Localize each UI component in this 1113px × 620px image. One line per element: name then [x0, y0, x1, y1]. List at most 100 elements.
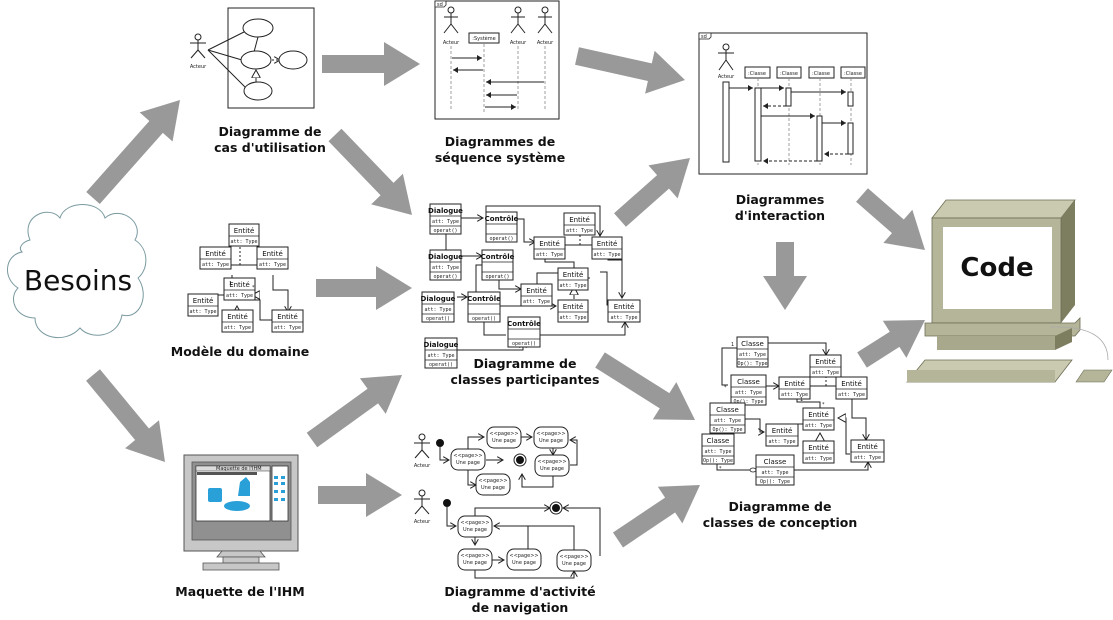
- svg-text:Entité: Entité: [205, 250, 226, 258]
- flow-arrow: [86, 369, 165, 462]
- svg-text:operat(): operat(): [433, 274, 457, 280]
- svg-text::Classe: :Classe: [748, 71, 766, 77]
- svg-text:*: *: [822, 402, 825, 408]
- svg-text:Une page: Une page: [512, 560, 536, 566]
- uml-class-box: Entité att: Type: [850, 439, 885, 463]
- svg-text:Dialogue: Dialogue: [421, 295, 456, 303]
- svg-text:Entité: Entité: [808, 411, 829, 419]
- svg-text:att: Type: att: Type: [189, 309, 216, 315]
- svg-text:Une page: Une page: [492, 438, 516, 444]
- uml-class-box: Dialogue att: Type operat(): [428, 249, 463, 281]
- svg-text:Acteur: Acteur: [443, 40, 460, 46]
- router-icon: [224, 501, 250, 511]
- svg-text:Contrôle: Contrôle: [485, 215, 519, 223]
- svg-text:att: Type: att: Type: [224, 325, 251, 331]
- actor-icon: [190, 33, 206, 59]
- ihm-mockup-title: Maquette de l'IHM: [175, 584, 305, 599]
- flow-arrow: [612, 485, 700, 548]
- svg-text:att: Type: att: Type: [230, 239, 257, 245]
- svg-text:att: Type: att: Type: [854, 455, 881, 461]
- svg-text:*: *: [719, 466, 722, 472]
- page-activity-node: <<page>>Une page: [533, 426, 569, 449]
- svg-text:Dialogue: Dialogue: [428, 207, 463, 215]
- use-case-diagram: Acteur: [190, 7, 315, 109]
- svg-text:att: Type: att: Type: [566, 228, 593, 234]
- flow-arrow: [86, 100, 180, 204]
- svg-text:<<page>>: <<page>>: [453, 453, 482, 459]
- svg-text:att: Type: att: Type: [559, 315, 586, 321]
- svg-text:att: Type: att: Type: [432, 219, 459, 225]
- svg-text:att: Type: att: Type: [559, 283, 586, 289]
- svg-text:Entité: Entité: [614, 303, 635, 311]
- flow-arrow: [595, 352, 695, 420]
- svg-text:<<page>>: <<page>>: [489, 431, 518, 437]
- svg-text:Entité: Entité: [784, 380, 805, 388]
- svg-text:Entité: Entité: [857, 443, 878, 451]
- svg-text:att: Type: att: Type: [427, 353, 454, 359]
- svg-text:Acteur: Acteur: [537, 40, 554, 46]
- svg-text:operat(): operat(): [429, 362, 453, 368]
- svg-text:att: Type: att: Type: [768, 439, 795, 445]
- flow-arrow: [322, 42, 420, 86]
- svg-text:Op(): Type: Op(): Type: [703, 458, 733, 464]
- network-bridge-icon: [238, 477, 250, 496]
- svg-text:Classe: Classe: [737, 378, 760, 386]
- page-activity-node: <<page>>Une page: [534, 454, 570, 477]
- svg-text:Dialogue: Dialogue: [424, 341, 459, 349]
- svg-text:Classe: Classe: [716, 406, 739, 414]
- svg-text:Entité: Entité: [563, 271, 584, 279]
- ihm-mockup-monitor: Maquette de l'IHM: [183, 454, 299, 571]
- svg-text:sd: sd: [701, 34, 707, 40]
- page-activity-node: <<page>>Une page: [457, 548, 493, 571]
- svg-text:Acteur: Acteur: [414, 463, 431, 469]
- initial-node: [443, 499, 451, 507]
- svg-text:Entité: Entité: [569, 216, 590, 224]
- svg-text:*: *: [252, 285, 255, 291]
- svg-text:*: *: [724, 385, 727, 391]
- svg-text:att: Type: att: Type: [432, 265, 459, 271]
- svg-text:<<page>>: <<page>>: [478, 478, 507, 484]
- network-switch-icon: [208, 488, 222, 502]
- svg-text:Acteur: Acteur: [414, 519, 431, 525]
- page-activity-node: <<page>>Une page: [475, 473, 511, 496]
- aggregation-diamond: [749, 467, 757, 473]
- svg-text:Acteur: Acteur: [718, 74, 735, 80]
- navigation-activity-diagram: Acteur<<page>>Une page<<page>>Une page<<…: [414, 426, 601, 579]
- svg-text:Une page: Une page: [540, 466, 564, 472]
- svg-text:Entité: Entité: [234, 227, 255, 235]
- code-computer: Code: [906, 199, 1113, 383]
- svg-text:Contrôle: Contrôle: [467, 295, 501, 303]
- page-activity-node: <<page>>Une page: [506, 548, 542, 571]
- svg-text:1: 1: [229, 281, 232, 287]
- svg-text:operat(): operat(): [489, 236, 513, 242]
- svg-text:att: Type: att: Type: [838, 392, 865, 398]
- svg-text:att: Type: att: Type: [593, 252, 620, 258]
- svg-text::Système: :Système: [472, 35, 495, 42]
- svg-text:Op(): Type: Op(): Type: [737, 361, 767, 367]
- svg-text:Une page: Une page: [463, 527, 487, 533]
- flow-arrow: [857, 320, 925, 368]
- svg-text:att: Type: att: Type: [704, 449, 731, 455]
- uml-class-box: Entité att: Type: [557, 267, 589, 291]
- needs-cloud: Besoins: [7, 204, 147, 338]
- svg-text:Dialogue: Dialogue: [428, 253, 463, 261]
